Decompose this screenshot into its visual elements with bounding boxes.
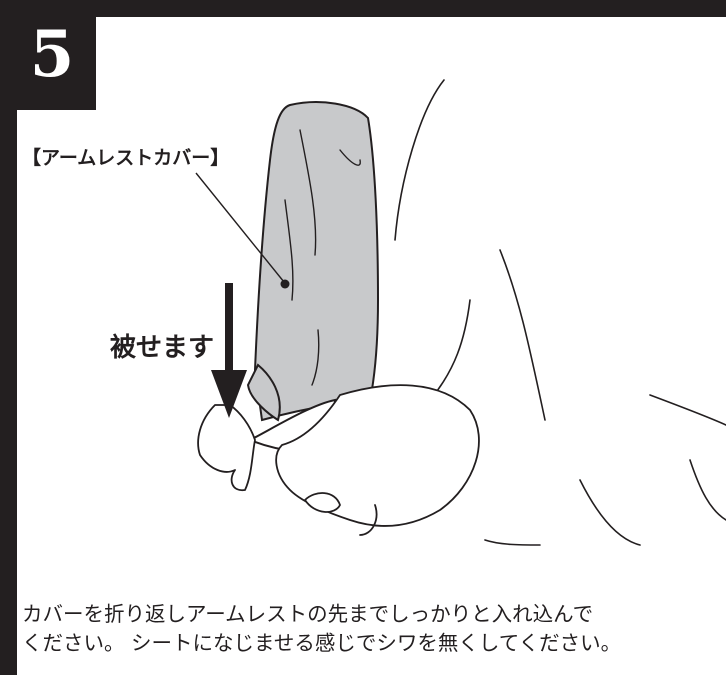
panel-left-border <box>0 0 17 675</box>
leader-dot <box>280 279 290 289</box>
cover-action-label: 被せます <box>110 333 215 363</box>
cover-fold <box>246 363 281 422</box>
instruction-line-1: カバーを折り返しアームレストの先までしっかりと入れ込んで <box>22 602 594 626</box>
left-hand <box>197 404 256 492</box>
panel-top-border <box>0 0 726 17</box>
armrest-illustration <box>195 79 726 546</box>
leader-line <box>195 172 285 283</box>
armrest-cover-label: 【アームレストカバー】 <box>22 147 230 169</box>
instruction-line-2: ください。 シートになじませる感じでシワを無くしてください。 <box>22 631 622 655</box>
down-arrow-icon <box>211 283 247 418</box>
instruction-text: カバーを折り返しアームレストの先までしっかりと入れ込んで ください。 シートにな… <box>22 600 712 658</box>
right-hand <box>275 384 480 527</box>
step-number-badge: 5 <box>0 0 96 110</box>
seat-outline <box>394 79 445 241</box>
